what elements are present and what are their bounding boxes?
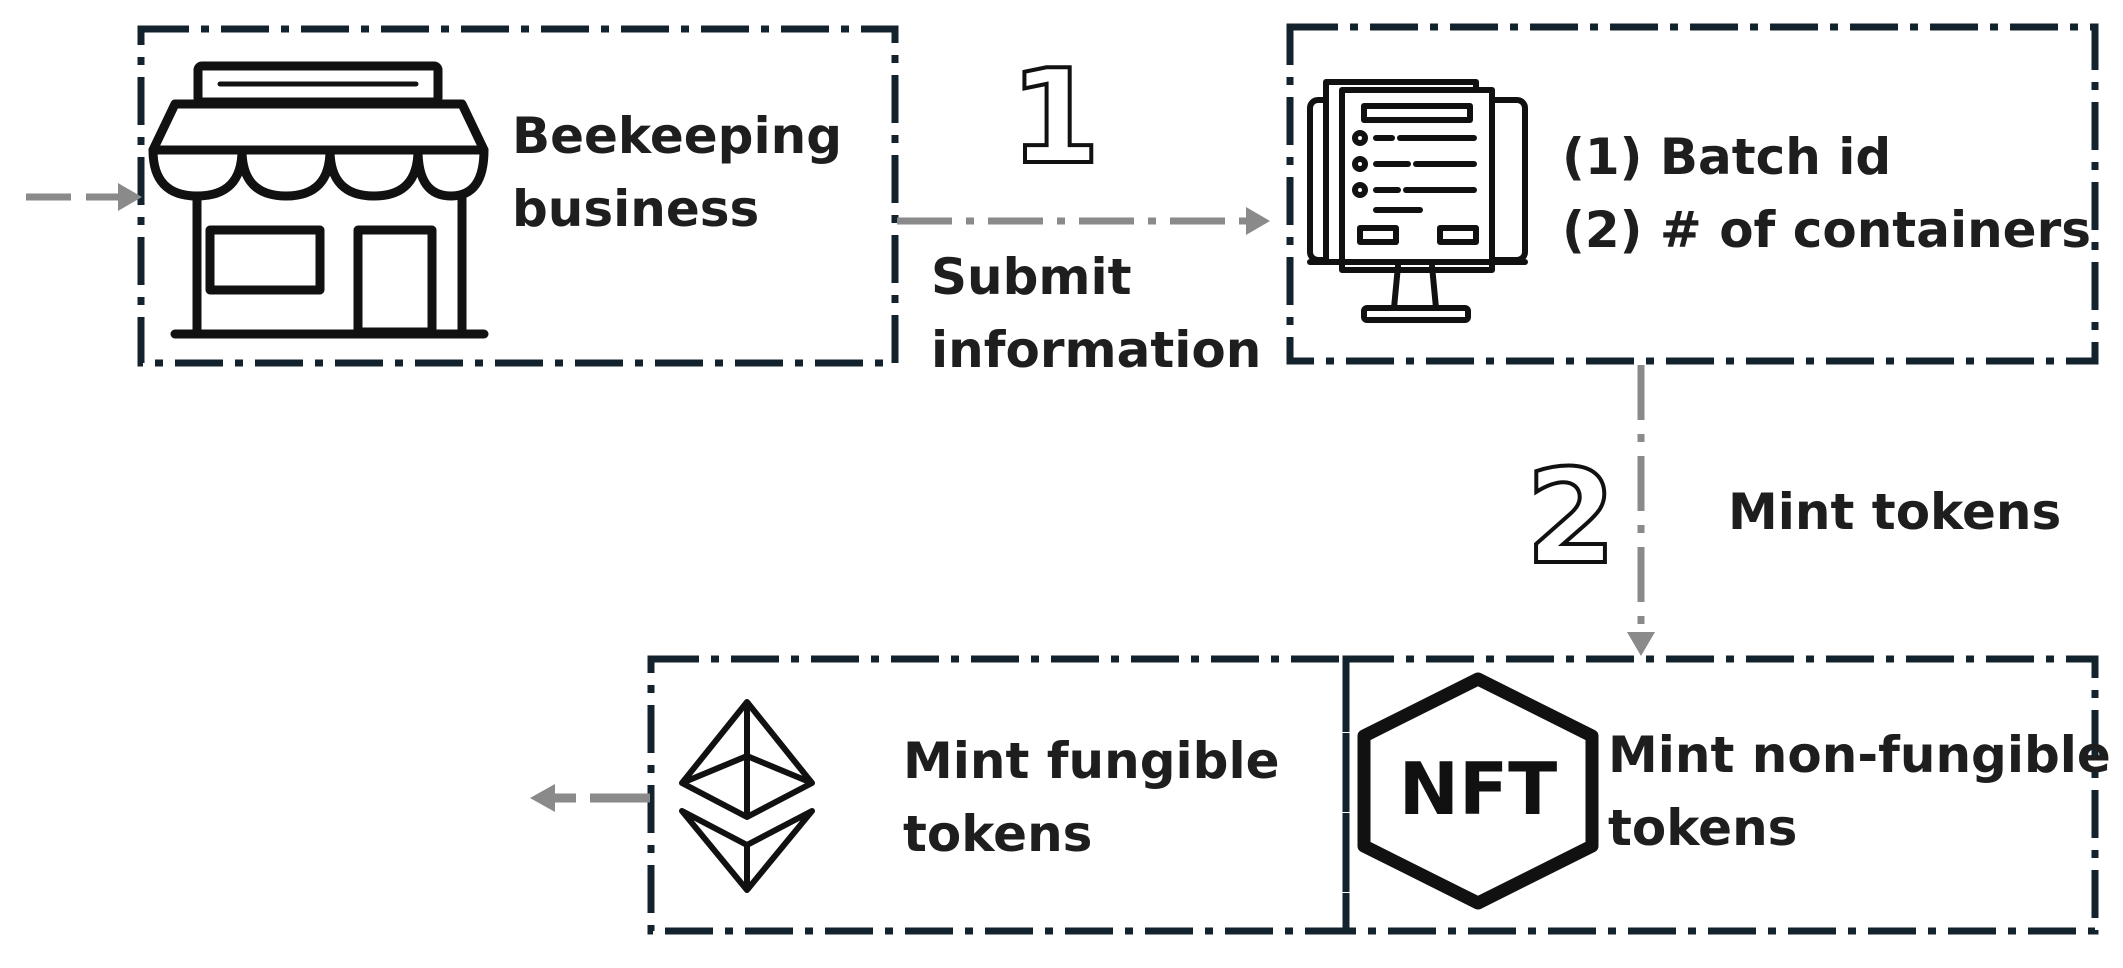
nft-label-line1: Mint non-fungible bbox=[1608, 726, 2111, 784]
nft-hexagon-icon: NFT bbox=[1357, 672, 1599, 910]
step1-label: Submit information bbox=[931, 241, 1261, 386]
business-label-line1: Beekeeping bbox=[512, 107, 842, 165]
fungible-label-line1: Mint fungible bbox=[903, 732, 1280, 790]
form-label-line1: (1) Batch id bbox=[1562, 128, 1892, 186]
incoming-arrow bbox=[26, 183, 142, 211]
fungible-label: Mint fungible tokens bbox=[903, 725, 1280, 870]
form-label-line2: (2) # of containers bbox=[1562, 200, 2092, 259]
step1-label-line1: Submit bbox=[931, 248, 1132, 306]
nft-label: Mint non-fungible tokens bbox=[1608, 719, 2111, 864]
form-box bbox=[1286, 23, 2099, 365]
step1-arrow bbox=[897, 207, 1270, 235]
step2-number: 2 bbox=[1526, 441, 1616, 593]
computer-form-icon bbox=[1307, 79, 1528, 323]
fungible-label-line2: tokens bbox=[903, 804, 1093, 863]
step2-label-text: Mint tokens bbox=[1728, 483, 2062, 541]
step2-arrow bbox=[1627, 365, 1655, 656]
nft-box bbox=[1342, 655, 2099, 935]
outgoing-arrow bbox=[530, 784, 650, 812]
step1-label-line2: information bbox=[931, 320, 1262, 379]
step1-number: 1 bbox=[1010, 41, 1100, 193]
business-box bbox=[137, 25, 899, 367]
storefront-icon bbox=[148, 61, 489, 339]
nft-badge-text: NFT bbox=[1399, 747, 1558, 831]
business-label-line2: business bbox=[512, 179, 760, 238]
step2-label: Mint tokens bbox=[1728, 476, 2061, 549]
business-label: Beekeeping business bbox=[512, 100, 842, 245]
nft-label-line2: tokens bbox=[1608, 798, 1798, 857]
ethereum-icon bbox=[679, 699, 815, 893]
form-label: (1) Batch id (2) # of containers bbox=[1562, 121, 2091, 266]
